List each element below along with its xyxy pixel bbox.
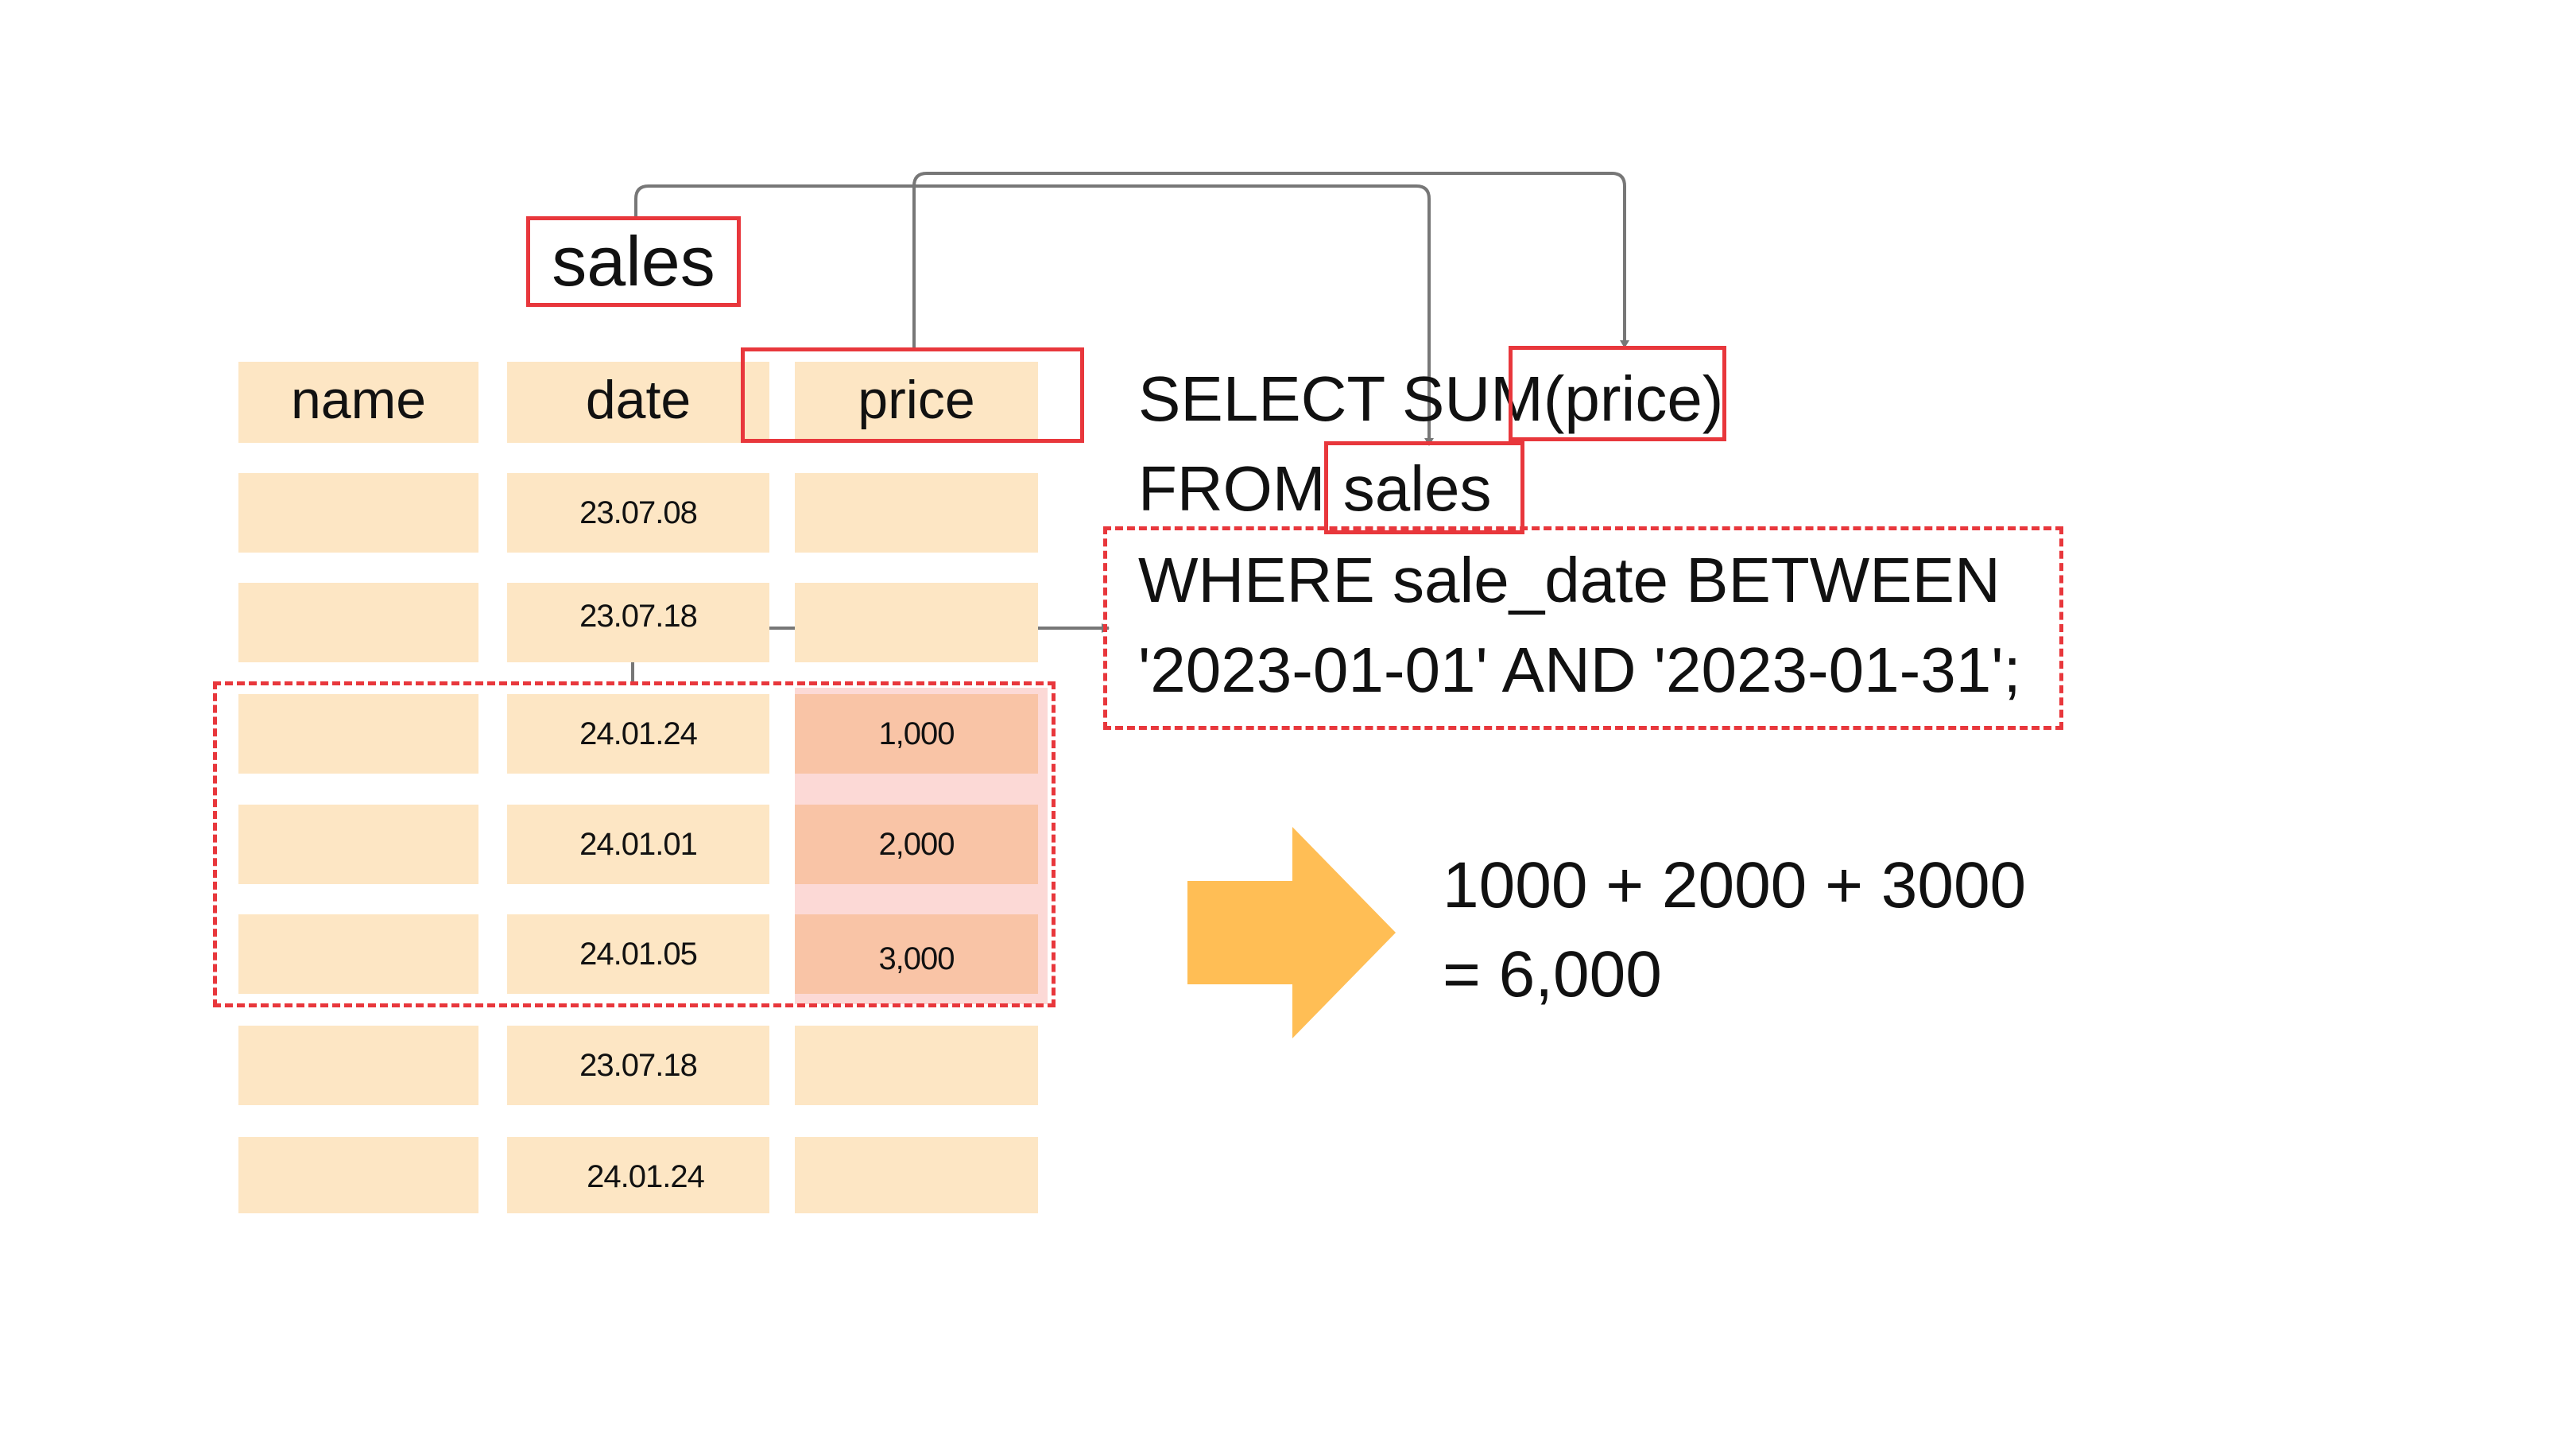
cell-price-7 [795,1137,1038,1213]
cell-date-7: 24.01.24 [507,1137,769,1213]
cell-price-2 [795,583,1038,662]
sql-line-select: SELECT SUM(price) [1138,359,1723,439]
column-header-price: price [795,362,1038,443]
sql-from-table: sales [1342,453,1492,524]
sql-from-keyword: FROM [1138,453,1343,524]
sql-line-from: FROM sales [1138,449,1492,529]
sql-line-where: WHERE sale_date BETWEEN [1138,545,2001,615]
cell-name-3 [238,694,478,774]
cell-name-4 [238,805,478,884]
sum-argument-box [1509,346,1726,441]
sql-sum-argument: (price) [1543,363,1724,434]
cell-date-2: 23.07.18 [507,583,769,662]
cell-name-2 [238,583,478,662]
right-arrow-icon [1187,827,1396,1038]
cell-date-3: 24.01.24 [507,694,769,774]
result-sum-expression: 1000 + 2000 + 3000 [1443,849,2027,922]
sql-select-keyword: SELECT SUM [1138,363,1544,434]
cell-price-6 [795,1026,1038,1105]
filtered-rows-box [213,681,1056,1007]
column-header-date: date [507,362,769,443]
result-total: = 6,000 [1443,938,1662,1011]
cell-date-5: 24.01.05 [507,914,769,994]
cell-name-7 [238,1137,478,1213]
cell-date-1: 23.07.08 [507,473,769,553]
cell-price-5: 3,000 [795,914,1038,994]
connector-price-to-sum [912,172,1629,348]
cell-name-1 [238,473,478,553]
column-header-name: name [238,362,478,443]
cell-price-3: 1,000 [795,694,1038,774]
price-header-box [741,347,1084,443]
cell-date-6: 23.07.18 [507,1026,769,1105]
cell-name-6 [238,1026,478,1105]
cell-name-5 [238,914,478,994]
cell-price-1 [795,473,1038,553]
from-table-box [1324,441,1524,534]
cell-price-4: 2,000 [795,805,1038,884]
table-title: sales [526,216,741,307]
cell-date-4: 24.01.01 [507,805,769,884]
where-clause-box [1103,526,2063,730]
sql-line-between-values: '2023-01-01' AND '2023-01-31'; [1138,634,2021,705]
